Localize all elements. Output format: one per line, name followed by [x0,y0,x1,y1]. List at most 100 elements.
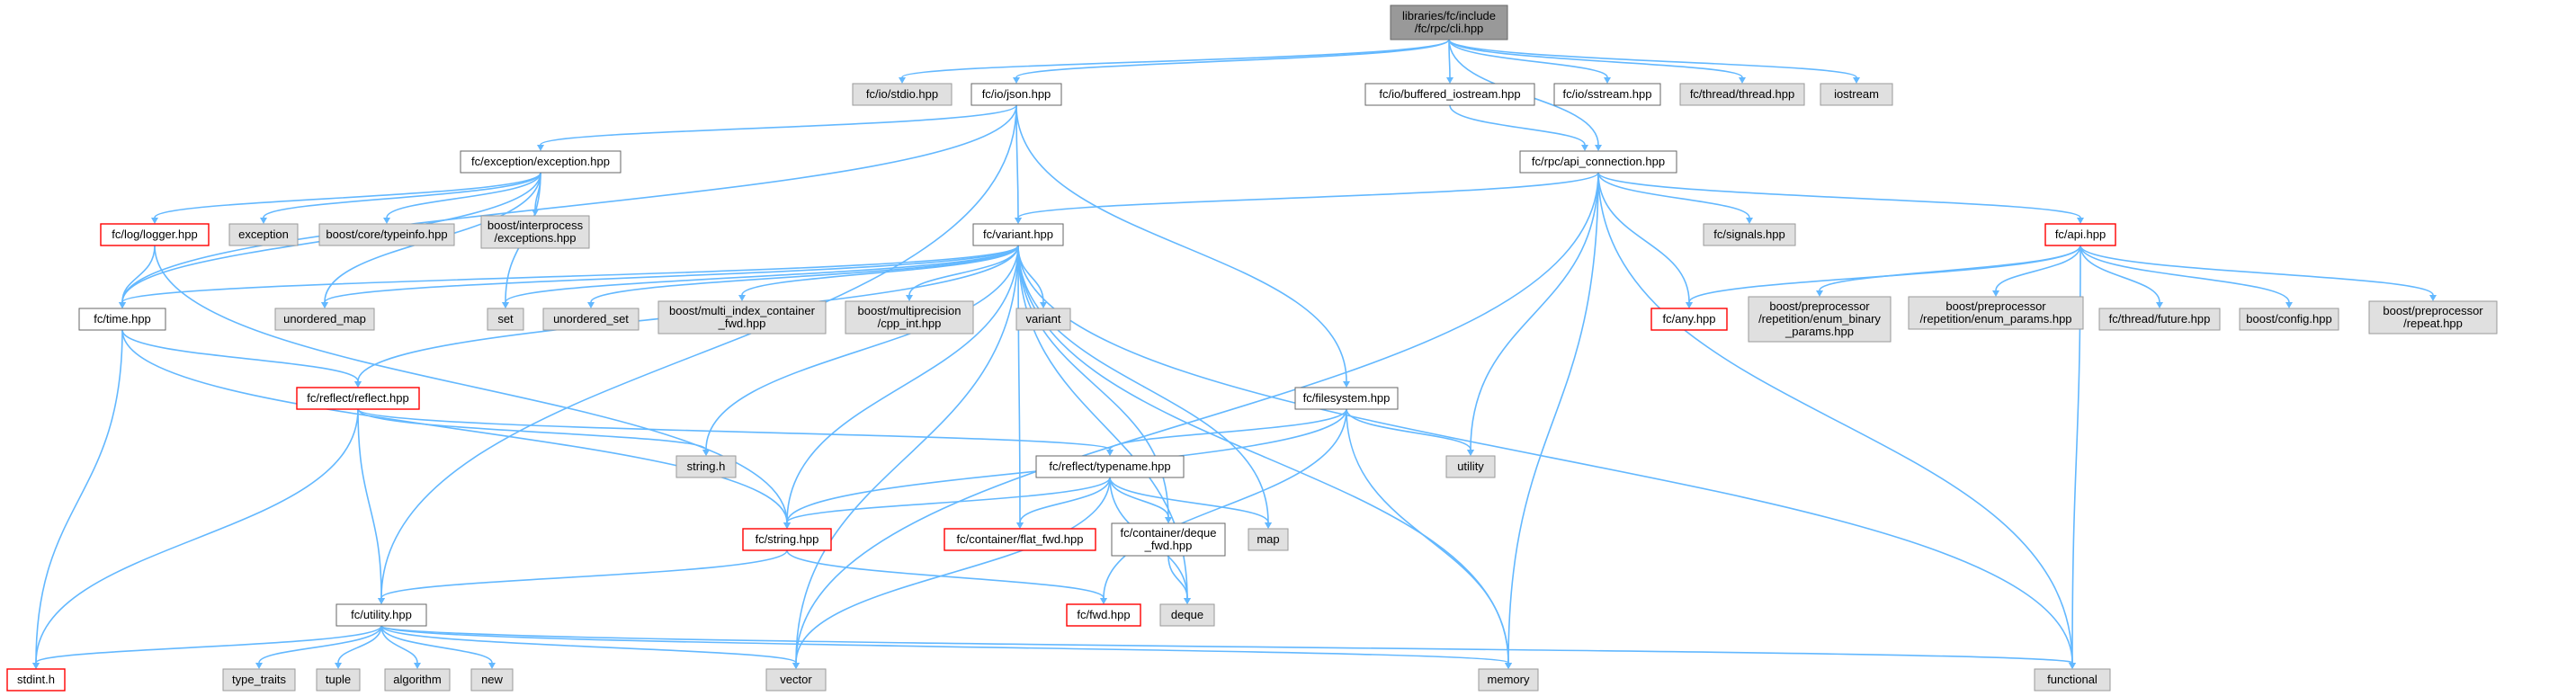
node-label: map [1257,532,1279,546]
edge-json-to-variant [1015,104,1019,219]
node-signals[interactable]: fc/signals.hpp [1703,223,1796,246]
node-fcutility[interactable]: fc/utility.hpp [335,603,427,627]
node-stdvariant[interactable]: variant [1015,308,1071,331]
edge-fs-to-fcfwd [1103,408,1347,599]
node-label: boost/interprocess [487,219,584,232]
edge-fcstring-to-fcfwd [786,549,1105,599]
node-label: set [497,312,514,326]
node-box [1445,455,1496,478]
node-label: boost/multiprecision [858,304,962,317]
node-typetraits[interactable]: type_traits [222,668,296,692]
node-stdexc[interactable]: exception [228,223,299,246]
arrowhead-fcutility-to-functional [2069,663,2076,669]
node-root[interactable]: libraries/fc/include/fc/rpc/cli.hpp [1390,4,1508,40]
node-algorithm[interactable]: algorithm [384,668,451,692]
edge-json-to-fcutility [380,104,1017,599]
node-api[interactable]: fc/api.hpp [2044,223,2116,246]
node-flatfwd[interactable]: fc/container/flat_fwd.hpp [944,528,1096,551]
node-json[interactable]: fc/io/json.hpp [970,83,1062,106]
edge-variant-to-time [121,245,1019,303]
node-map[interactable]: map [1248,528,1289,551]
edge-variant-to-memory [1017,245,1509,664]
edge-reflect-to-stringh [357,408,707,451]
arrowhead-fcstring-to-fcutility [378,598,385,604]
node-box [1111,522,1226,557]
node-box [742,528,832,551]
node-buffered[interactable]: fc/io/buffered_iostream.hpp [1364,83,1535,106]
node-variant[interactable]: fc/variant.hpp [972,223,1064,246]
edge-layer [32,39,2437,669]
node-box [316,668,361,692]
node-future[interactable]: fc/thread/future.hpp [2098,308,2221,331]
arrowhead-typename-to-fcstring [783,522,791,529]
node-box [542,308,640,331]
arrowhead-api-to-enumbin [1816,290,1823,297]
node-repeat[interactable]: boost/preprocessor/repeat.hpp [2368,300,2498,335]
node-apiconn[interactable]: fc/rpc/api_connection.hpp [1519,150,1677,174]
edge-variant-to-vector [795,245,1019,664]
node-box [222,668,296,692]
node-label: unordered_set [553,312,629,326]
node-thread[interactable]: fc/thread/thread.hpp [1679,83,1805,106]
node-enumparams[interactable]: boost/preprocessor/repetition/enum_param… [1908,296,2084,330]
edge-time-to-reflect [121,329,359,382]
node-tuple[interactable]: tuple [316,668,361,692]
node-fcstring[interactable]: fc/string.hpp [742,528,832,551]
node-fcfwd[interactable]: fc/fwd.hpp [1066,603,1141,627]
node-set[interactable]: set [487,308,524,331]
edge-fcutility-to-stdint [35,625,382,664]
node-new[interactable]: new [470,668,514,692]
node-typename[interactable]: fc/reflect/typename.hpp [1035,455,1185,478]
arrowhead-variant-to-multiidx [738,295,746,301]
node-label: boost/preprocessor [1945,299,2046,313]
node-stringh[interactable]: string.h [675,455,737,478]
edge-variant-to-functional [1017,245,2073,664]
edge-root-to-stdio [901,39,1450,78]
node-cppint[interactable]: boost/multiprecision/cpp_int.hpp [845,300,974,335]
node-box [100,223,210,246]
node-iostream[interactable]: iostream [1820,83,1893,106]
arrowhead-api-to-anyhpp [1686,302,1693,308]
node-stdint[interactable]: stdint.h [6,668,66,692]
node-uset[interactable]: unordered_set [542,308,640,331]
node-dequefwd[interactable]: fc/container/deque_fwd.hpp [1111,522,1226,557]
node-stdio[interactable]: fc/io/stdio.hpp [852,83,953,106]
node-box [1519,150,1677,174]
node-exception[interactable]: fc/exception/exception.hpp [460,150,622,174]
node-time[interactable]: fc/time.hpp [78,308,166,331]
arrowhead-fcutility-to-new [488,663,496,669]
edge-fs-to-typename [1109,408,1347,451]
node-interproc[interactable]: boost/interprocess/exceptions.hpp [480,215,590,249]
node-typeinfo[interactable]: boost/core/typeinfo.hpp [318,223,455,246]
node-box [460,150,622,174]
node-memory[interactable]: memory [1478,668,1539,692]
edge-api-to-enumbin [1819,245,2081,291]
node-label: fc/rpc/api_connection.hpp [1532,155,1665,168]
node-label: fc/any.hpp [1662,312,1715,326]
node-fs[interactable]: fc/filesystem.hpp [1294,387,1399,410]
edge-apiconn-to-functional [1597,172,2073,664]
node-label: /fc/rpc/cli.hpp [1415,22,1484,35]
arrowhead-root-to-apiconn [1595,145,1602,151]
node-logger[interactable]: fc/log/logger.hpp [100,223,210,246]
node-multiidx[interactable]: boost/multi_index_container_fwd.hpp [657,300,827,335]
node-umap[interactable]: unordered_map [274,308,375,331]
arrowhead-exception-to-typeinfo [383,218,390,224]
edge-dequefwd-to-deque [1167,555,1188,599]
edge-variant-to-fcstring [786,245,1019,523]
node-vector[interactable]: vector [765,668,827,692]
node-reflect[interactable]: fc/reflect/reflect.hpp [296,387,420,410]
node-enumbin[interactable]: boost/preprocessor/repetition/enum_binar… [1748,296,1892,343]
node-functional[interactable]: functional [2034,668,2111,692]
node-utility[interactable]: utility [1445,455,1496,478]
edge-apiconn-to-signals [1597,172,1750,219]
node-bconfig[interactable]: boost/config.hpp [2239,308,2339,331]
node-box [765,668,827,692]
node-label: fc/fwd.hpp [1077,608,1130,621]
arrowhead-root-to-iostream [1853,77,1860,84]
node-box [2239,308,2339,331]
node-anyhpp[interactable]: fc/any.hpp [1650,308,1728,331]
node-deque[interactable]: deque [1159,603,1215,627]
node-label: fc/exception/exception.hpp [471,155,610,168]
node-sstream[interactable]: fc/io/sstream.hpp [1553,83,1661,106]
